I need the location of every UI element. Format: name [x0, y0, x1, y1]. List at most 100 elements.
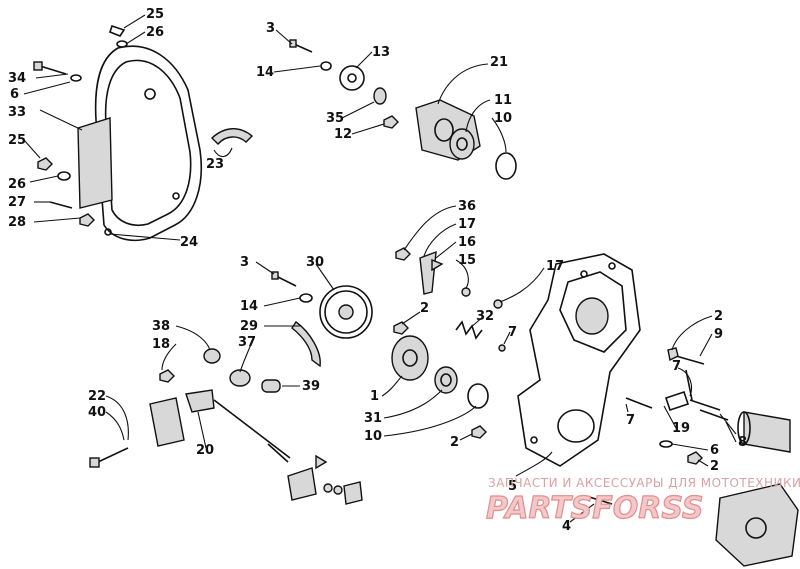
tensioner-arm-16	[419, 250, 444, 295]
pin-7a	[498, 344, 506, 352]
bolt-34	[33, 61, 67, 75]
bolt-3a	[289, 39, 313, 53]
washer-6a	[70, 74, 82, 82]
callout-22: 22	[88, 389, 106, 404]
sprocket-13	[339, 65, 365, 91]
callout-37: 37	[238, 335, 256, 350]
callout-9: 9	[714, 327, 723, 342]
clip-25a	[109, 24, 126, 37]
bushing-38	[203, 348, 221, 364]
callout-23: 23	[206, 157, 224, 172]
callout-19: 19	[672, 421, 690, 436]
leader-lines	[23, 14, 737, 523]
callout-28: 28	[8, 215, 26, 230]
callout-2d: 2	[710, 459, 719, 474]
callout-4: 4	[562, 519, 571, 534]
callout-3b: 3	[240, 255, 249, 270]
callout-2b: 2	[450, 435, 459, 450]
bolt-4	[585, 495, 613, 505]
callout-39: 39	[302, 379, 320, 394]
bearing-cap-1	[391, 335, 429, 381]
watermark: ЗАПЧАСТИ И АКСЕССУАРЫ ДЛЯ МОТОТЕХНИКИ PA…	[485, 476, 800, 527]
callout-26b: 26	[8, 177, 26, 192]
nut-36	[395, 247, 411, 261]
callout-40: 40	[88, 405, 106, 420]
callout-38: 38	[152, 319, 170, 334]
callout-25b: 25	[8, 133, 26, 148]
washer-14b	[299, 293, 313, 303]
bolt-40	[89, 447, 129, 468]
washer-26b	[57, 171, 71, 181]
bolt-7c	[625, 397, 653, 409]
nut-2d	[687, 451, 703, 465]
callout-7b: 7	[672, 359, 681, 374]
nut-25b	[37, 157, 53, 171]
callout-26a: 26	[146, 25, 164, 40]
bracket-22	[149, 397, 185, 447]
callout-35: 35	[326, 111, 344, 126]
bracket-23	[210, 128, 254, 146]
nut-2a	[393, 321, 409, 335]
nut-12	[383, 115, 399, 129]
ring-10a	[495, 152, 517, 180]
callout-14a: 14	[256, 65, 274, 80]
callout-27: 27	[8, 195, 26, 210]
callout-31: 31	[364, 411, 382, 426]
callout-30: 30	[306, 255, 324, 270]
callout-6a: 6	[10, 87, 19, 102]
bolt-9	[667, 347, 705, 365]
chain-29	[291, 321, 321, 368]
lever-20	[185, 389, 291, 459]
callout-8: 8	[738, 435, 747, 450]
callout-32: 32	[476, 309, 494, 324]
callout-14b: 14	[240, 299, 258, 314]
callout-7a: 7	[508, 325, 517, 340]
ring-10b	[467, 383, 489, 409]
callout-10a: 10	[494, 111, 512, 126]
bolt-3b	[271, 271, 297, 287]
sleeve-39	[261, 379, 281, 393]
callout-17a: 17	[458, 217, 476, 232]
nut-2b	[471, 425, 487, 439]
callout-17b: 17	[546, 259, 564, 274]
watermark-tagline: ЗАПЧАСТИ И АКСЕССУАРЫ ДЛЯ МОТОТЕХНИКИ	[488, 476, 800, 490]
callout-13: 13	[372, 45, 390, 60]
chaincase-housing	[517, 253, 641, 467]
bearing-11	[449, 128, 475, 160]
callout-2c: 2	[714, 309, 723, 324]
callout-5: 5	[508, 479, 517, 494]
chaincase-cover	[94, 45, 203, 242]
callout-21: 21	[490, 55, 508, 70]
callout-20: 20	[196, 443, 214, 458]
callout-1: 1	[370, 389, 379, 404]
callout-11: 11	[494, 93, 512, 108]
washer-26a	[116, 40, 128, 48]
callout-33: 33	[8, 105, 26, 120]
nut-18	[159, 369, 175, 383]
callout-6b: 6	[710, 443, 719, 458]
callout-24: 24	[180, 235, 198, 250]
callout-29: 29	[240, 319, 258, 334]
bracket-19	[664, 390, 690, 412]
callout-16: 16	[458, 235, 476, 250]
callout-18: 18	[152, 337, 170, 352]
shift-linkage	[267, 443, 363, 505]
bushing-37	[229, 369, 251, 387]
callout-36: 36	[458, 199, 476, 214]
callout-15: 15	[458, 253, 476, 268]
drive-shaft	[737, 411, 791, 453]
spacer-35	[373, 87, 387, 105]
callout-12: 12	[334, 127, 352, 142]
callout-10b: 10	[364, 429, 382, 444]
roller-15	[461, 287, 471, 297]
callout-7c: 7	[626, 413, 635, 428]
drive-clutch-assembly	[715, 483, 799, 567]
cover-gasket	[77, 117, 113, 209]
watermark-logo: PARTSFORSS	[486, 491, 704, 526]
callout-25a: 25	[146, 7, 164, 22]
washer-14a	[320, 61, 332, 71]
callout-34: 34	[8, 71, 26, 86]
nut-28	[79, 213, 95, 227]
spring-32	[455, 320, 483, 340]
